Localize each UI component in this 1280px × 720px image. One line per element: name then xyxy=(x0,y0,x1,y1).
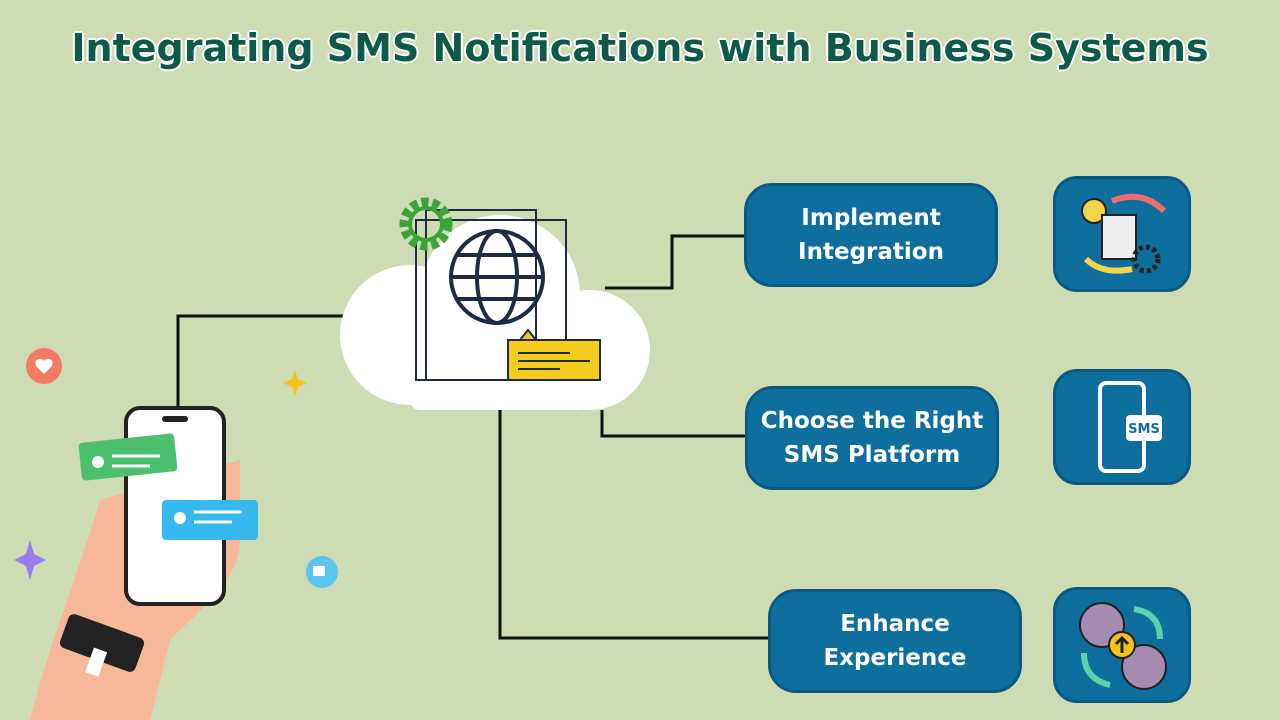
sparkle-icon xyxy=(283,370,307,396)
step-choose-platform: Choose the Right SMS Platform xyxy=(745,386,999,490)
sms-phone-icon: SMS xyxy=(1053,369,1191,485)
heart-icon xyxy=(26,348,62,384)
integration-cycle-icon xyxy=(1053,176,1191,292)
globe-icon xyxy=(449,229,545,325)
step-implement-integration: Implement Integration xyxy=(744,183,998,287)
step-enhance-experience: Enhance Experience xyxy=(768,589,1022,693)
page-title: Integrating SMS Notifications with Busin… xyxy=(71,26,1209,70)
sparkle-icon xyxy=(14,540,46,580)
user-exchange-icon xyxy=(1053,587,1191,703)
chat-bubble-icon xyxy=(78,433,178,481)
phone-in-hand-illustration xyxy=(14,348,338,720)
chat-bubble-icon xyxy=(162,500,258,540)
message-card-icon xyxy=(507,328,601,381)
gear-icon xyxy=(399,197,453,251)
video-call-icon xyxy=(306,556,338,588)
sms-label: SMS xyxy=(1128,422,1160,437)
cloud-server-illustration xyxy=(340,197,650,410)
